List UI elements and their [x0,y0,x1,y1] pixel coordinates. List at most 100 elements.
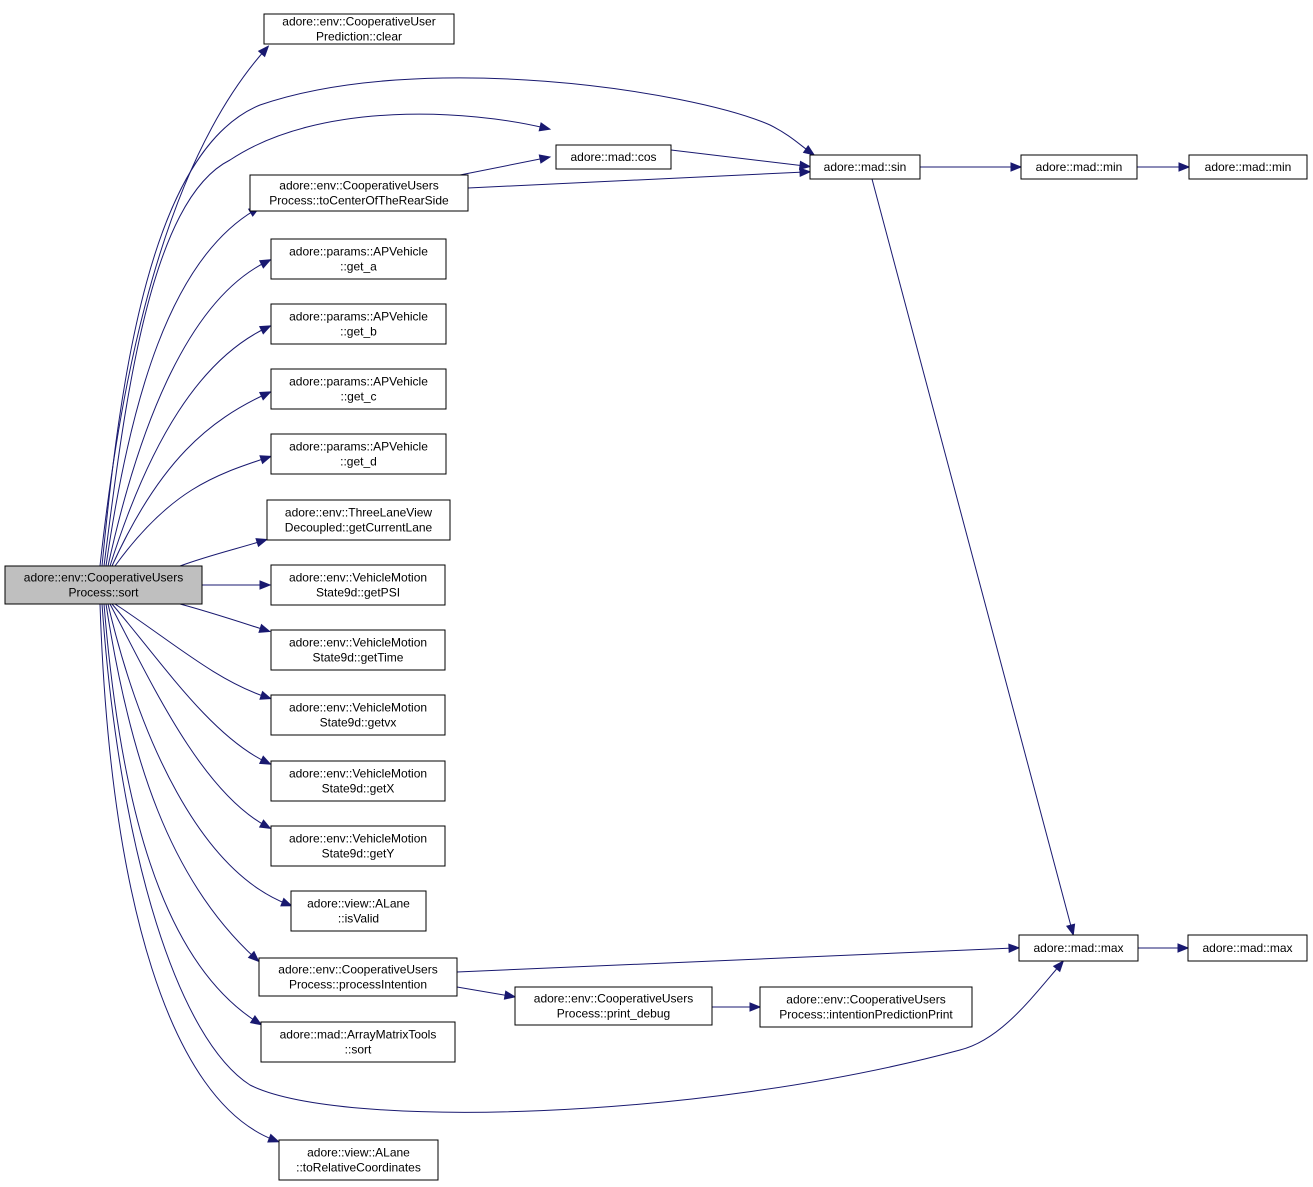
node-label: Process::processIntention [289,978,427,992]
node-label: ::get_c [340,390,376,404]
node-cos[interactable]: adore::mad::cos [555,144,672,170]
node-box[interactable] [270,368,447,410]
node-box[interactable] [270,629,446,671]
arrowhead-icon [1052,960,1065,973]
node-box[interactable] [270,564,446,606]
node-label: Decoupled::getCurrentLane [285,521,433,535]
node-getTime[interactable]: adore::env::VehicleMotionState9d::getTim… [270,629,446,671]
node-box[interactable] [555,144,672,170]
edge-line [109,327,267,567]
node-box[interactable] [1187,934,1308,962]
arrowhead-icon [258,819,272,830]
node-box[interactable] [263,13,455,45]
node-box[interactable] [270,433,447,475]
arrowhead-icon [802,144,816,156]
node-label: ::get_a [340,260,377,274]
node-label: State9d::getX [322,782,395,796]
edge-sin-min1 [920,162,1023,172]
edge-line [459,157,546,176]
arrowhead-icon [249,1015,263,1026]
node-label: adore::mad::cos [570,150,656,164]
node-box[interactable] [258,957,458,997]
edge-root-getPSI [202,580,272,590]
node-box[interactable] [4,565,203,605]
node-min2[interactable]: adore::mad::min [1188,154,1308,180]
node-box[interactable] [1020,154,1138,180]
node-box[interactable] [270,760,446,802]
node-label: State9d::getPSI [316,586,400,600]
node-label: adore::env::VehicleMotion [289,701,427,715]
node-box[interactable] [270,694,446,736]
arrowhead-icon [258,623,272,633]
node-get_a[interactable]: adore::params::APVehicle::get_a [270,238,447,280]
edge-root-sin [101,77,816,567]
node-min1[interactable]: adore::mad::min [1020,154,1138,180]
node-box[interactable] [270,303,447,345]
node-box[interactable] [1018,934,1139,962]
node-amtSort[interactable]: adore::mad::ArrayMatrixTools::sort [260,1021,456,1063]
arrowhead-icon [257,45,270,58]
node-label: Prediction::clear [316,30,402,44]
node-box[interactable] [270,238,447,280]
node-clear[interactable]: adore::env::CooperativeUserPrediction::c… [263,13,455,45]
node-label: adore::env::CooperativeUsers [278,963,437,977]
node-toCenter[interactable]: adore::env::CooperativeUsersProcess::toC… [249,174,469,212]
edge-processIntention-print_debug [456,986,517,1000]
node-box[interactable] [759,986,973,1028]
arrowhead-icon [258,325,272,335]
edge-line [99,603,275,1141]
node-box[interactable] [249,174,469,212]
edge-line [103,113,546,567]
node-get_d[interactable]: adore::params::APVehicle::get_d [270,433,447,475]
node-sin[interactable]: adore::mad::sin [809,154,921,180]
node-label: ::toRelativeCoordinates [296,1161,421,1175]
node-box[interactable] [270,825,446,867]
edge-root-processIntention [105,603,260,963]
arrowhead-icon [799,167,812,177]
arrowhead-icon [503,990,517,1000]
node-label: adore::mad::min [1205,160,1292,174]
edge-root-toRelative [99,603,280,1143]
node-box[interactable] [260,1021,456,1063]
node-box[interactable] [514,986,713,1026]
node-label: adore::env::CooperativeUsers [279,179,438,193]
edge-line [456,947,1015,973]
node-label: Process::intentionPredictionPrint [779,1008,953,1022]
node-label: adore::mad::ArrayMatrixTools [280,1028,437,1042]
node-isValid[interactable]: adore::view::ALane::isValid [290,890,427,932]
edge-line [179,540,263,567]
node-label: adore::env::VehicleMotion [289,832,427,846]
edge-line [101,77,811,567]
node-box[interactable] [266,499,451,541]
node-toRelative[interactable]: adore::view::ALane::toRelativeCoordinate… [278,1139,439,1181]
node-box[interactable] [278,1139,439,1181]
edge-toCenter-cos [459,154,552,176]
node-label: adore::mad::max [1202,941,1292,955]
node-label: adore::view::ALane [307,1146,410,1160]
node-box[interactable] [290,890,427,932]
node-root[interactable]: adore::env::CooperativeUsersProcess::sor… [4,565,203,605]
edge-line [179,603,266,631]
node-processIntention[interactable]: adore::env::CooperativeUsersProcess::pro… [258,957,458,997]
node-label: adore::env::VehicleMotion [289,571,427,585]
node-max2[interactable]: adore::mad::max [1187,934,1308,962]
node-box[interactable] [1188,154,1308,180]
edge-line [105,209,256,567]
node-get_c[interactable]: adore::params::APVehicle::get_c [270,368,447,410]
node-get_b[interactable]: adore::params::APVehicle::get_b [270,303,447,345]
edge-line [111,603,267,763]
node-label: adore::params::APVehicle [289,245,428,259]
node-label: ::sort [345,1043,372,1057]
arrowhead-icon [267,1133,280,1143]
node-print_debug[interactable]: adore::env::CooperativeUsersProcess::pri… [514,986,713,1026]
node-box[interactable] [809,154,921,180]
node-max1[interactable]: adore::mad::max [1018,934,1139,962]
node-getCurrentLane[interactable]: adore::env::ThreeLaneViewDecoupled::getC… [266,499,451,541]
edges-layer [99,45,1191,1143]
node-intentionPrint[interactable]: adore::env::CooperativeUsersProcess::int… [759,986,973,1028]
